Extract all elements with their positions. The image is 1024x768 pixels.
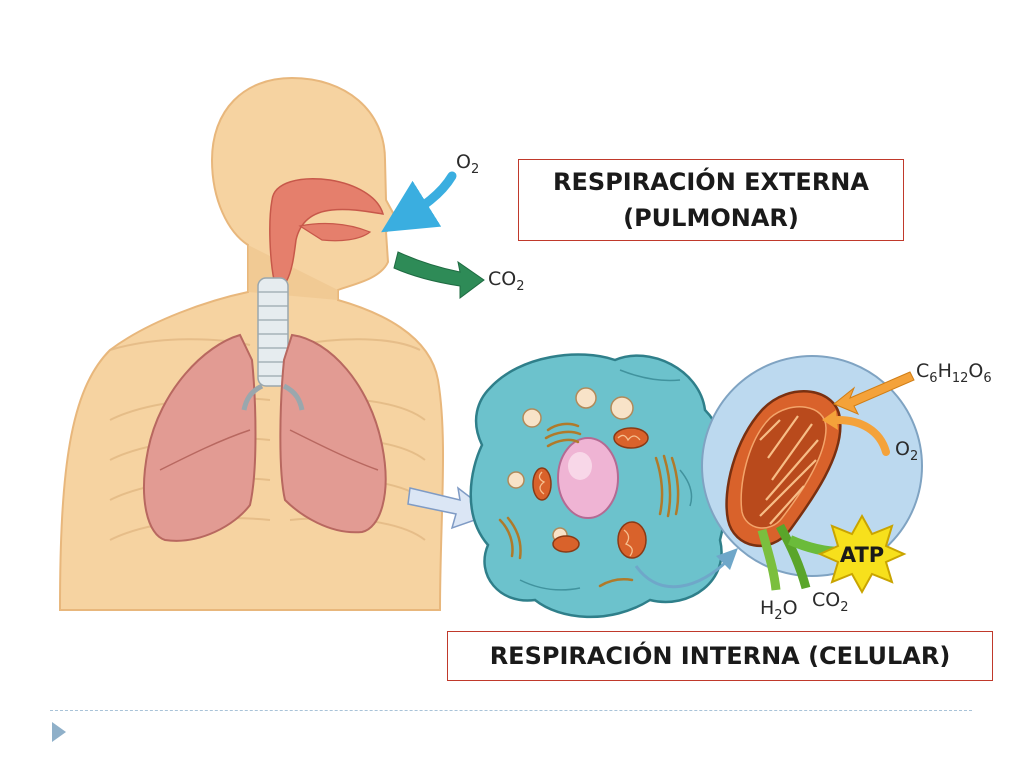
footer-divider [50,710,972,711]
external-respiration-label: RESPIRACIÓN EXTERNA (PULMONAR) [518,159,904,241]
internal-respiration-label: RESPIRACIÓN INTERNA (CELULAR) [447,631,993,681]
oxygen-cell-arrow [834,416,890,456]
human-torso-illustration [58,76,445,611]
slide-bullet-arrow-icon [52,722,66,742]
co2-exhale-arrow [393,251,485,299]
glucose-label: C6H12O6 [916,360,992,386]
mitochondrion-zoom [701,355,923,577]
glucose-arrow [833,371,915,415]
atp-label: ATP [840,543,884,567]
water-label: H2O [760,597,798,623]
right-lung [279,333,387,534]
co2-exhale-label: CO2 [488,268,525,294]
external-respiration-line1: RESPIRACIÓN EXTERNA [553,168,869,196]
nucleus [557,437,619,519]
cell-illustration [469,353,729,619]
left-lung [143,333,257,542]
o2-cell-label: O2 [895,438,918,464]
o2-inhale-label: O2 [456,151,479,177]
co2-cell-label: CO2 [812,589,849,615]
oxygen-inhale-arrow [381,171,457,233]
cell-mitochondria [532,427,649,559]
atp-star: ATP [817,513,907,595]
external-respiration-line2: (PULMONAR) [623,204,799,232]
zoom-arrow [634,558,730,589]
trachea [257,277,289,387]
